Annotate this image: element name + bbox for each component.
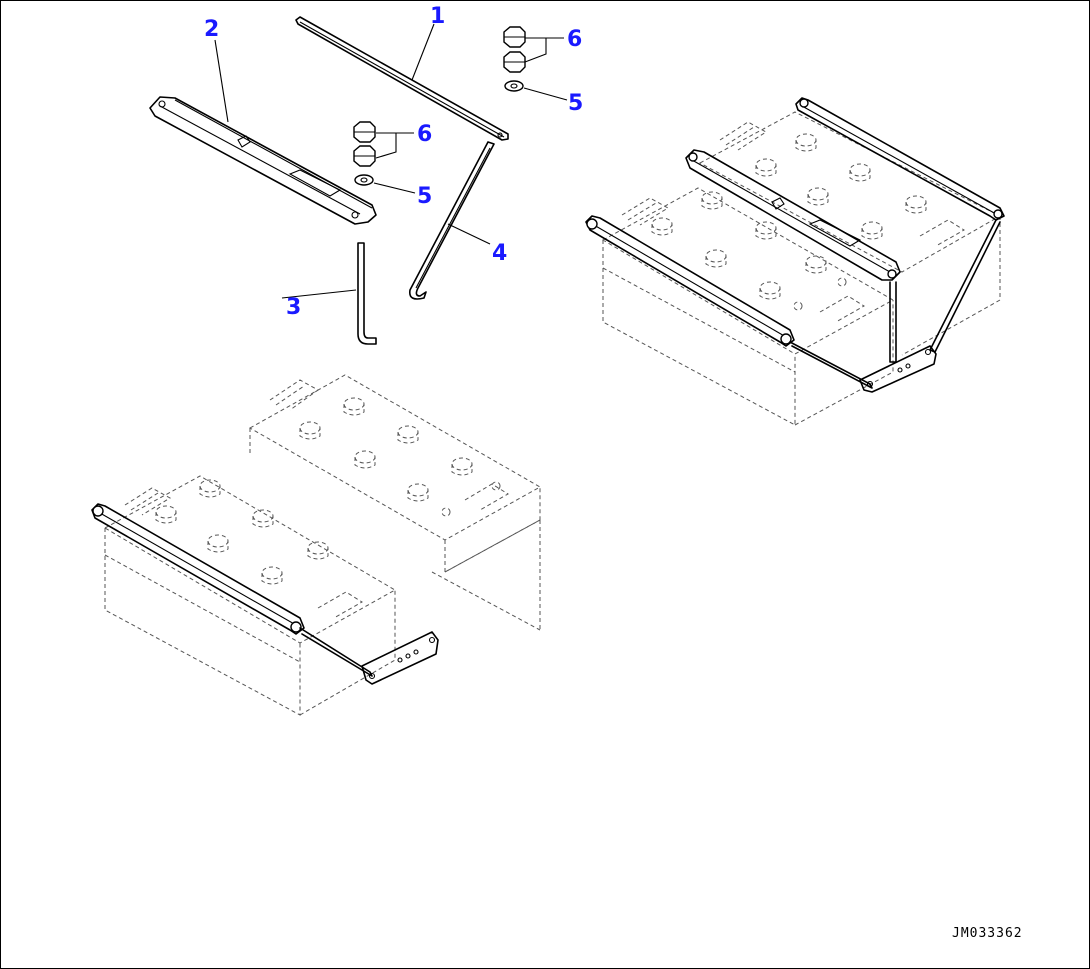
part-6-nuts-upper — [503, 26, 526, 73]
callout-2: 2 — [204, 17, 219, 42]
callout-5-middle: 5 — [417, 184, 432, 209]
part-6-nuts-middle — [353, 121, 376, 167]
part-4-hook-rod — [408, 141, 495, 300]
callout-4: 4 — [492, 241, 507, 266]
part-5-washer-upper — [504, 80, 524, 92]
callout-5-upper: 5 — [568, 91, 583, 116]
battery-assembly-upper-right — [585, 97, 1005, 426]
part-2-top-bracket — [149, 96, 377, 225]
callout-1: 1 — [430, 4, 445, 29]
figure-code: JM033362 — [952, 926, 1023, 941]
callout-6-upper: 6 — [567, 27, 582, 52]
callout-6-middle: 6 — [417, 122, 432, 147]
callout-labels: 1 2 3 4 5 5 6 6 — [204, 4, 583, 320]
part-5-washer-middle — [354, 174, 374, 186]
battery-assembly-lower-left — [91, 374, 542, 716]
part-1-tie-bar — [295, 16, 509, 141]
callout-3: 3 — [286, 295, 301, 320]
part-3-j-bolt — [357, 242, 377, 345]
leader-lines — [214, 23, 568, 299]
